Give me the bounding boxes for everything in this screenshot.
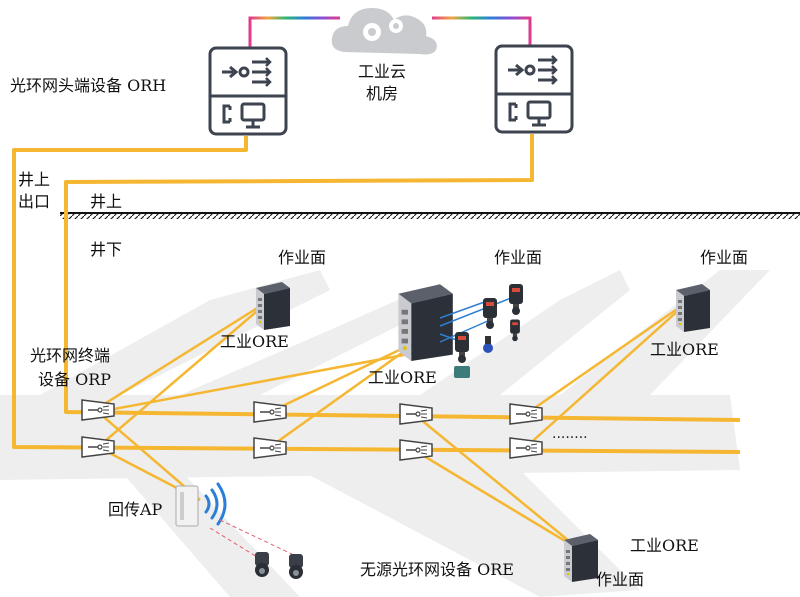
- orh-device-right: [494, 44, 574, 134]
- splitter-2-lower: [253, 437, 287, 459]
- ore-label-center: 工业ORE: [368, 368, 437, 387]
- splitter-orp-upper: [81, 399, 115, 421]
- splitter-2-upper: [253, 401, 287, 423]
- ore-label-left: 工业ORE: [220, 332, 289, 351]
- ore-device-left: [256, 282, 290, 330]
- cloud-icon: [331, 8, 437, 55]
- sensor-links: [439, 295, 517, 343]
- ore-label-right: 工业ORE: [650, 340, 719, 359]
- shaft-exit-label-line2: 出口: [18, 192, 51, 211]
- workface-label-right: 作业面: [700, 248, 749, 267]
- ap-label: 回传AP: [108, 500, 163, 519]
- fiber-branches: [97, 298, 691, 552]
- tunnel-branch-right: [560, 270, 770, 395]
- shaft-exit-label-line1: 井上: [18, 170, 51, 189]
- tunnel-branch-mid-left: [180, 290, 430, 395]
- splitter-4-upper: [509, 403, 543, 425]
- ore-device-right: [676, 284, 710, 332]
- ground-surface: [60, 212, 800, 219]
- workface-label-bottom: 作业面: [596, 570, 645, 589]
- tunnel-branch-lower: [300, 470, 640, 597]
- passive-ore-label: 无源光环网设备 ORE: [360, 560, 514, 579]
- sensor-icon: [509, 284, 523, 315]
- splitter-4-lower: [509, 437, 543, 459]
- splitter-3-upper: [399, 403, 433, 425]
- orh-device-left: [208, 46, 288, 136]
- ore-device-bottom: [564, 534, 598, 582]
- cloud-link-right: [432, 16, 532, 48]
- sensor-icon: [483, 298, 497, 329]
- cloud-link-left: [248, 16, 340, 48]
- tunnel-branch-ap: [120, 470, 300, 597]
- ore-device-center: [398, 284, 453, 361]
- wifi-icon: [204, 482, 227, 526]
- cloud-label-line1: 工业云: [358, 62, 407, 81]
- splitter-orp-lower: [81, 436, 115, 458]
- workface-label-mid: 作业面: [494, 248, 543, 267]
- orh-label: 光环网头端设备 ORH: [10, 76, 167, 95]
- workface-label-left: 作业面: [278, 248, 327, 267]
- ore-label-bottom: 工业ORE: [630, 536, 699, 555]
- sensor-icon: [455, 332, 469, 363]
- cloud-label-line2: 机房: [366, 84, 399, 103]
- ap-device: [175, 485, 199, 527]
- camera-icon: [289, 554, 303, 579]
- ap-camera-links: [209, 519, 297, 561]
- sensor-probe-icon: [483, 336, 493, 353]
- tunnel-branch-mid-right: [420, 270, 630, 395]
- branch-ellipsis: ........: [552, 426, 588, 442]
- sensor-box-icon: [454, 366, 470, 378]
- splitter-3-lower: [399, 439, 433, 461]
- above-ground-label: 井上: [90, 192, 123, 211]
- below-ground-label: 井下: [90, 240, 123, 259]
- orp-label-line1: 光环网终端: [30, 346, 111, 365]
- camera-icon: [255, 552, 269, 577]
- orp-label-line2: 设备 ORP: [38, 370, 112, 389]
